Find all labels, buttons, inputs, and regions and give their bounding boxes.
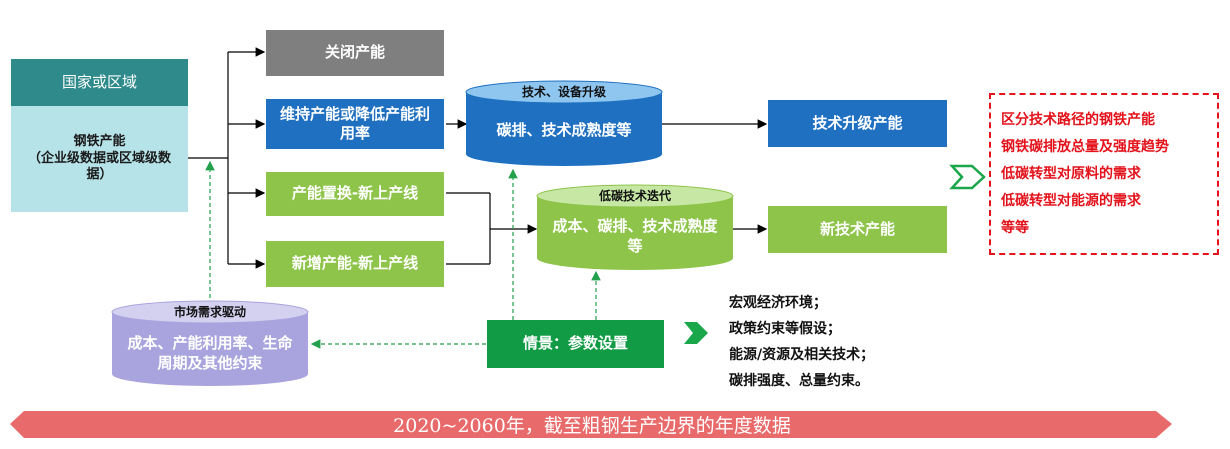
branch-close-capacity: 关闭产能 [266,30,444,76]
condition-item: 碳排强度、总量约束。 [729,373,869,389]
result-item: 等等 [1001,220,1029,236]
tech-upgrade-title: 技术、设备升级 [521,85,606,99]
low-carbon-title: 低碳技术迭代 [598,189,671,203]
branch-replace-capacity: 产能置换-新上产线 [266,172,444,216]
chevron-right-icon [949,164,986,190]
cylinder-low-carbon [536,184,734,270]
tech-upgrade-body: 碳排、技术成熟度等 [496,120,632,139]
conditions-list: 宏观经济环境； 政策约束等假设； 能源/资源及相关技术； 碳排强度、总量约束。 [729,290,874,394]
market-body: 成本、产能利用率、生命周期及其他约束 [127,333,293,372]
timeline-banner-text: 2020~2060年，截至粗钢生产边界的年度数据 [393,414,791,437]
condition-item: 政策约束等假设； [729,321,841,337]
result-item: 区分技术路径的钢铁产能 [1001,112,1155,128]
cylinder-tech-upgrade [465,80,663,166]
results-box: 区分技术路径的钢铁产能 钢铁碳排放总量及强度趋势 低碳转型对原料的需求 低碳转型… [989,93,1219,255]
market-title: 市场需求驱动 [173,305,246,319]
branch-new-capacity: 新增产能-新上产线 [266,241,444,287]
output-new-tech-capacity: 新技术产能 [768,206,947,253]
result-item: 钢铁碳排放总量及强度趋势 [1001,139,1169,155]
cylinder-market [111,300,309,386]
result-item: 低碳转型对能源的需求 [1001,193,1141,209]
region-header: 国家或区域 [11,59,188,106]
chevron-left-icon [685,322,708,344]
output-upgraded-capacity: 技术升级产能 [768,100,947,147]
steel-capacity-source: 钢铁产能 （企业级数据或区域级数据） [11,106,188,212]
condition-item: 宏观经济环境； [729,295,827,311]
branch-maintain-capacity: 维持产能或降低产能利用率 [266,99,444,149]
scenario-parameter-settings: 情景：参数设置 [487,320,664,368]
condition-item: 能源/资源及相关技术； [729,347,875,363]
result-item: 低碳转型对原料的需求 [1001,166,1141,182]
timeline-banner [10,411,1172,438]
low-carbon-body: 成本、碳排、技术成熟度等 [552,216,718,255]
